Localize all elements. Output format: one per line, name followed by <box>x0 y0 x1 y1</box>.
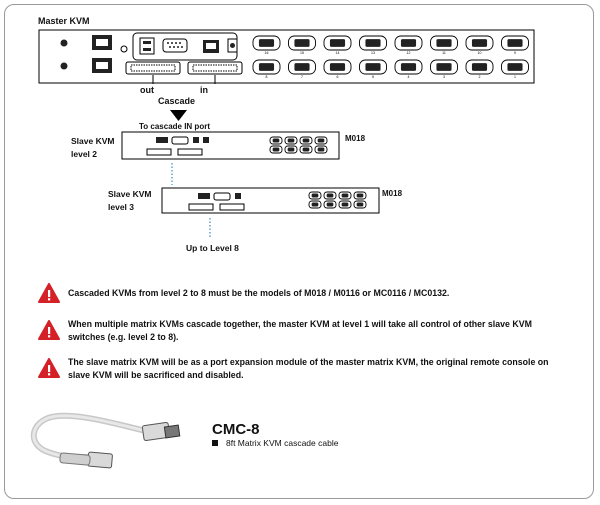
cable-description: 8ft Matrix KVM cascade cable <box>212 438 338 448</box>
diagram-frame <box>4 4 594 499</box>
port-number-label: 4 <box>408 75 410 79</box>
slave2-label-line2: level 2 <box>71 149 97 159</box>
port-number-label: 15 <box>300 51 304 55</box>
cable-description-text: 8ft Matrix KVM cascade cable <box>226 438 339 448</box>
port-number-label: 6 <box>337 75 339 79</box>
usb-ports <box>139 37 155 55</box>
bullet-icon <box>212 440 218 446</box>
master-led-top <box>60 39 68 47</box>
port-number-label: 1 <box>514 75 516 79</box>
up-to-level-label: Up to Level 8 <box>186 243 239 253</box>
warning-item-2: When multiple matrix KVMs cascade togeth… <box>38 318 568 343</box>
in-label: in <box>200 85 208 95</box>
master-kvm-chassis <box>38 29 535 84</box>
warning-text-2: When multiple matrix KVMs cascade togeth… <box>68 319 532 342</box>
port-number-label: 11 <box>442 51 446 55</box>
port-number-label: 8 <box>266 75 268 79</box>
warning-icon <box>38 283 60 303</box>
warning-text-1: Cascaded KVMs from level 2 to 8 must be … <box>68 288 450 298</box>
to-cascade-label: To cascade IN port <box>139 122 210 131</box>
port-number-label: 3 <box>443 75 445 79</box>
cascade-cable-image <box>30 412 181 469</box>
master-ports: 16 8 15 7 14 6 13 5 12 4 11 3 10 2 9 1 <box>252 35 529 79</box>
port-number-label: 5 <box>372 75 374 79</box>
port-number-label: 10 <box>478 51 482 55</box>
master-kvm-label: Master KVM <box>38 16 90 26</box>
slave3-label-line2: level 3 <box>108 202 134 212</box>
port-number-label: 16 <box>265 51 269 55</box>
master-button <box>120 45 128 53</box>
port-number-label: 2 <box>479 75 481 79</box>
port-number-label: 7 <box>301 75 303 79</box>
port-number-label: 13 <box>371 51 375 55</box>
warning-icon <box>38 358 60 378</box>
warning-text-3: The slave matrix KVM will be as a port e… <box>68 357 549 380</box>
cascade-label: Cascade <box>158 96 196 106</box>
cascade-arrow <box>170 110 187 121</box>
slave3-label-line1: Slave KVM <box>108 189 152 199</box>
master-led-bottom <box>60 62 68 70</box>
warning-item-1: Cascaded KVMs from level 2 to 8 must be … <box>38 283 568 303</box>
slave-kvm-level2-chassis <box>121 131 340 160</box>
vga-console-port <box>162 38 188 53</box>
cable-title: CMC-8 <box>212 421 260 438</box>
slave2-label-line1: Slave KVM <box>71 136 115 146</box>
warning-item-3: The slave matrix KVM will be as a port e… <box>38 356 568 381</box>
slave2-model: M018 <box>345 134 366 143</box>
port-number-label: 12 <box>407 51 411 55</box>
port-number-label: 14 <box>336 51 340 55</box>
out-label: out <box>140 85 154 95</box>
slave3-model: M018 <box>382 189 403 198</box>
warning-icon <box>38 320 60 340</box>
port-number-label: 9 <box>514 51 516 55</box>
